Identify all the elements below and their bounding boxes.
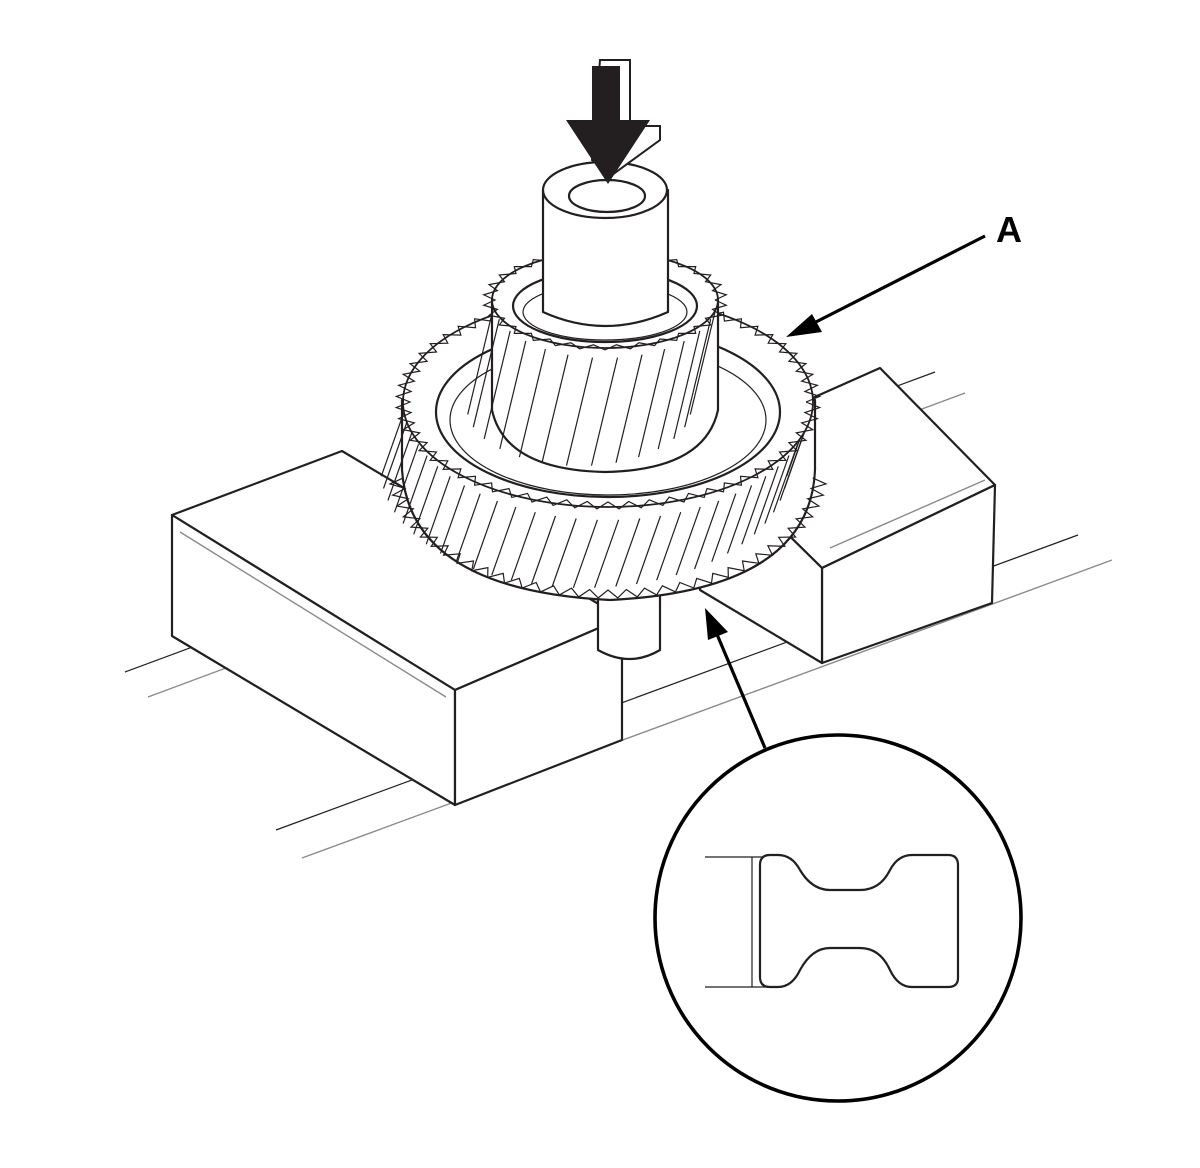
callout-a: A bbox=[786, 209, 1022, 337]
small-gear-helix-line bbox=[483, 330, 511, 440]
small-gear-helix-line bbox=[565, 357, 594, 466]
large-gear-helix-line bbox=[551, 518, 577, 587]
small-gear-helix-line bbox=[499, 340, 527, 450]
small-gear-helix-line bbox=[673, 330, 701, 440]
large-gear-helix-line bbox=[675, 506, 701, 576]
large-gear-helix-line bbox=[387, 432, 413, 501]
large-gear-helix-line bbox=[615, 518, 641, 587]
large-gear-lower-tooth-ring bbox=[388, 477, 828, 599]
large-gear-helix-line bbox=[439, 485, 466, 554]
left-support-block bbox=[170, 449, 624, 807]
large-gear-helix-line bbox=[393, 444, 420, 513]
large-gear-helix-line bbox=[711, 493, 737, 562]
large-gear-helix-line bbox=[455, 493, 481, 562]
large-gear-helix-line bbox=[741, 476, 767, 545]
large-gear-helix-line bbox=[402, 455, 428, 524]
upper-shaft bbox=[541, 160, 670, 328]
detail-pointer bbox=[705, 608, 767, 749]
large-gear-helix-line bbox=[510, 512, 536, 581]
tooth-profile-detail bbox=[653, 733, 1023, 1103]
large-gear-helix-line bbox=[491, 506, 517, 576]
callout-a-label: A bbox=[996, 209, 1022, 250]
large-gear-helix-line bbox=[694, 500, 720, 570]
large-gear-helix-line bbox=[425, 476, 451, 545]
large-gear-helix-line bbox=[753, 466, 779, 535]
small-gear-helix-line bbox=[689, 306, 717, 415]
large-gear-helix-line bbox=[382, 420, 409, 489]
small-gear-helix-line bbox=[541, 354, 569, 463]
large-gear-helix-line bbox=[594, 519, 620, 588]
large-gear-helix-line bbox=[413, 466, 439, 535]
small-gear-helix-line bbox=[657, 340, 685, 450]
small-gear-helix-line bbox=[590, 357, 619, 466]
small-gear-helix-line bbox=[638, 348, 666, 458]
small-gear-helix-line bbox=[467, 306, 495, 415]
large-gear-helix-line bbox=[656, 512, 682, 581]
large-gear-helix-line bbox=[472, 500, 498, 570]
small-gear-helix-line bbox=[472, 319, 500, 428]
large-gear-helix-line bbox=[572, 519, 598, 588]
small-gear-helix-line bbox=[684, 319, 712, 428]
lower-shaft bbox=[596, 588, 662, 660]
large-gear-helix-line bbox=[635, 515, 662, 585]
large-gear-helix-line bbox=[530, 515, 557, 585]
large-gear-helix-line bbox=[726, 485, 753, 554]
press-arrow-icon bbox=[566, 59, 661, 184]
small-gear-helix-line bbox=[518, 348, 546, 458]
small-gear-helix-line bbox=[615, 354, 643, 463]
large-gear-helix-line bbox=[764, 455, 790, 524]
